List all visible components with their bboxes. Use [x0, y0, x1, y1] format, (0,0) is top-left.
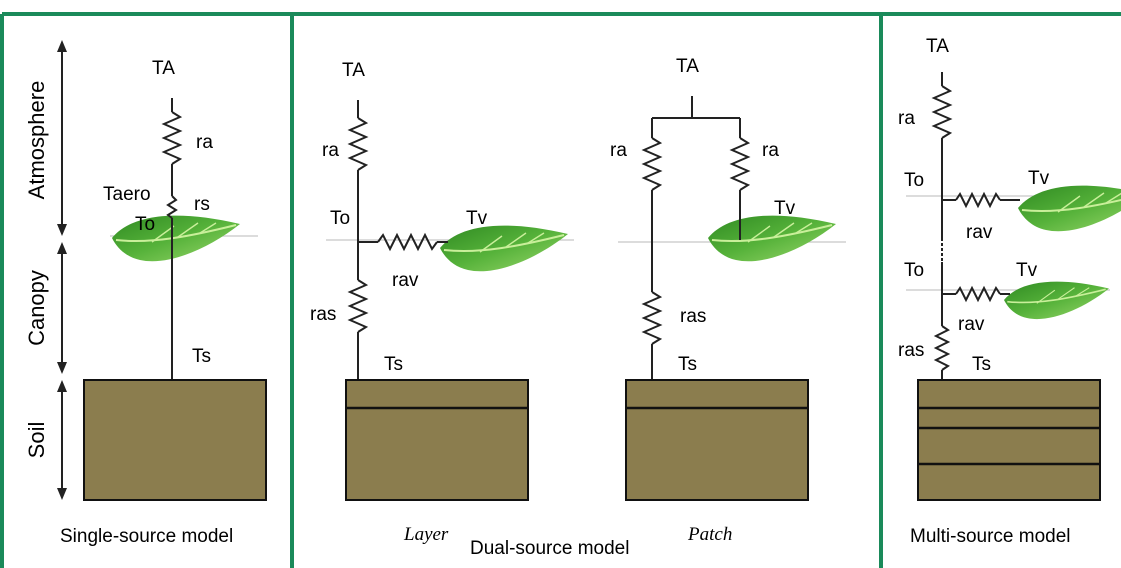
height-axis: Atmosphere Canopy Soil — [24, 40, 67, 500]
to-lower-label: To — [904, 260, 924, 281]
rav-upper-resistor — [955, 191, 1001, 209]
rav-resistor — [377, 232, 438, 252]
ta-label: TA — [152, 58, 175, 79]
ts-label: Ts — [972, 354, 991, 375]
ra-resistor — [161, 111, 183, 165]
patch-caption: Patch — [687, 524, 732, 545]
to-upper-label: To — [904, 170, 924, 191]
to-label: To — [135, 214, 155, 235]
ts-label: Ts — [192, 346, 211, 367]
leaf-icon — [707, 214, 837, 263]
ras-label: ras — [680, 306, 706, 327]
ta-label: TA — [342, 60, 365, 81]
ra-label: ra — [898, 108, 915, 129]
rav-label: rav — [392, 270, 419, 291]
panel-frames — [0, 12, 1121, 568]
leaf-icon — [439, 224, 569, 273]
rs-resistor — [166, 195, 178, 219]
ra-resistor — [347, 117, 369, 171]
ras-label: ras — [310, 304, 336, 325]
tv-lower-label: Tv — [1016, 260, 1038, 281]
ra-label: ra — [322, 140, 339, 161]
single-source-panel: TA ra Taero rs To Ts Single-source model — [60, 58, 267, 547]
single-source-caption: Single-source model — [60, 526, 233, 547]
multi-source-panel: TA ra To Tv rav To Tv rav ras Ts Multi-s… — [898, 36, 1121, 547]
ts-label: Ts — [384, 354, 403, 375]
leaf-icon — [1003, 280, 1110, 320]
rs-label: rs — [194, 194, 210, 215]
layer-caption: Layer — [403, 524, 449, 545]
dual-source-caption: Dual-source model — [470, 538, 629, 559]
dual-patch-panel: TA ra ra Tv ras Ts Patch Dual-source mod… — [470, 56, 846, 559]
ras-resistor — [347, 279, 369, 333]
ta-label: TA — [926, 36, 949, 57]
ra-right-resistor — [729, 137, 751, 191]
ras-resistor — [933, 325, 951, 371]
taero-label: Taero — [103, 184, 151, 205]
rav-upper-label: rav — [966, 222, 993, 243]
rav-lower-label: rav — [958, 314, 985, 335]
soil-block — [917, 379, 1101, 501]
tv-label: Tv — [774, 198, 796, 219]
tv-label: Tv — [466, 208, 488, 229]
to-label: To — [330, 208, 350, 229]
ra-label: ra — [196, 132, 213, 153]
ra-resistor — [931, 85, 953, 139]
soil-block — [625, 379, 809, 501]
canopy-label: Canopy — [24, 270, 49, 346]
tv-upper-label: Tv — [1028, 168, 1050, 189]
ra-left-resistor — [641, 137, 663, 191]
ras-label: ras — [898, 340, 924, 361]
ra-right-label: ra — [762, 140, 779, 161]
dual-layer-panel: TA ra To Tv rav ras Ts Layer — [310, 60, 574, 545]
ra-left-label: ra — [610, 140, 627, 161]
multi-source-caption: Multi-source model — [910, 526, 1071, 547]
leaf-icon — [111, 214, 241, 263]
ras-resistor — [641, 291, 663, 345]
atmosphere-label: Atmosphere — [24, 81, 49, 200]
rav-lower-resistor — [955, 285, 1001, 303]
ts-label: Ts — [678, 354, 697, 375]
soil-block — [345, 379, 529, 501]
leaf-icon — [1017, 184, 1121, 233]
soil-block — [83, 379, 267, 501]
ta-label: TA — [676, 56, 699, 77]
soil-label: Soil — [24, 422, 49, 459]
